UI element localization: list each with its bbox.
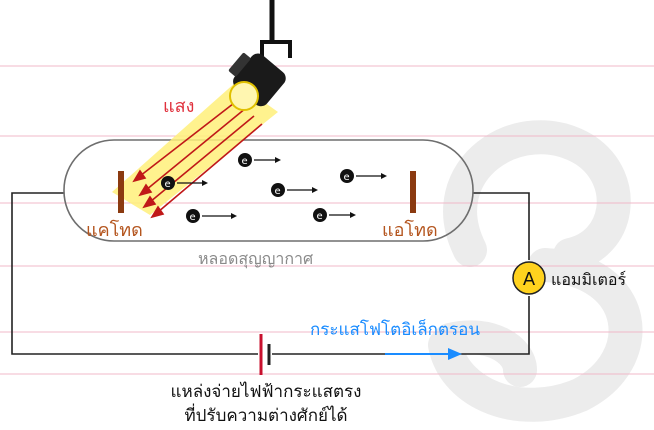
- circuit-wire: [11, 192, 530, 355]
- vacuum-tube: [63, 139, 474, 242]
- electron-symbol: e: [317, 211, 323, 222]
- electron: e: [238, 153, 281, 167]
- ammeter-circle: [512, 261, 546, 295]
- electron: e: [186, 209, 237, 223]
- cathode-label: แคโทด: [86, 219, 143, 241]
- anode-label: แอโทด: [382, 219, 438, 241]
- lamp-light-icon: [229, 81, 259, 111]
- watermark-logo: [428, 120, 643, 422]
- light-label: แสง: [163, 96, 194, 117]
- photocurrent-label: กระแสโฟโตอิเล็กตรอน: [310, 318, 480, 340]
- tube-label: หลอดสุญญากาศ: [198, 249, 313, 269]
- ammeter-symbol: A: [523, 269, 536, 290]
- electron: e: [271, 183, 318, 197]
- dc-source-symbol: [259, 334, 271, 375]
- source-label-line1: แหล่งจ่ายไฟฟ้ากระแสตรง: [171, 381, 362, 402]
- electron-symbol: e: [275, 186, 281, 197]
- source-label-line2: ที่ปรับความต่างศักย์ได้: [184, 403, 347, 426]
- lamp: [228, 0, 292, 111]
- current-arrow: [385, 348, 462, 360]
- ruled-lines: [0, 65, 654, 375]
- cathode-plate: [118, 171, 124, 213]
- electron-symbol: e: [190, 212, 196, 223]
- electron: e: [340, 169, 387, 183]
- electron-symbol: e: [344, 172, 350, 183]
- electron: e: [313, 208, 356, 222]
- lamp-bracket: [260, 40, 292, 58]
- electron-symbol: e: [242, 156, 248, 167]
- ammeter: A: [512, 261, 546, 295]
- electron-symbol: e: [165, 179, 171, 190]
- electrons: e e e e e e: [161, 153, 387, 238]
- electron: e: [161, 176, 208, 190]
- ammeter-label: แอมมิเตอร์: [551, 270, 626, 289]
- anode-plate: [410, 171, 416, 213]
- electron: [312, 226, 324, 238]
